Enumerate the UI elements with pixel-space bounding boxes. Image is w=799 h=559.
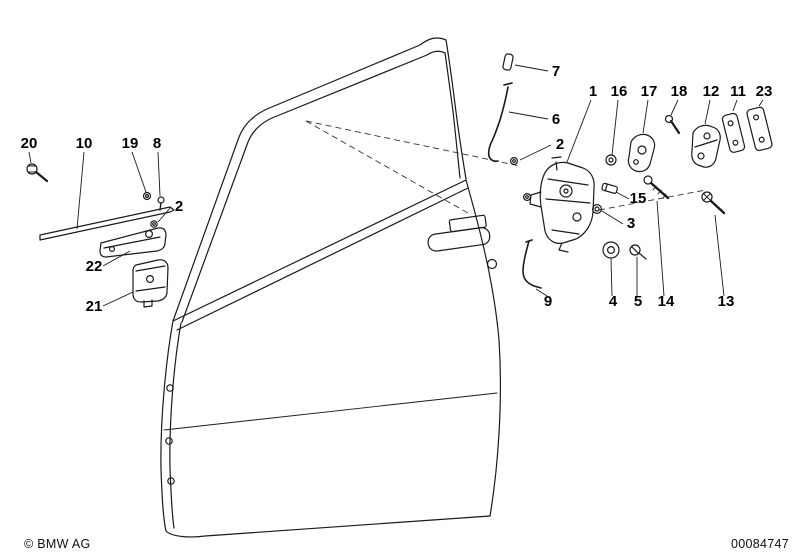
leader-line-3 (601, 210, 624, 225)
callout-2: 2 (175, 198, 183, 215)
door-lock-assembly (529, 156, 595, 253)
callout-1: 1 (589, 83, 597, 100)
leader-line-4 (610, 258, 613, 297)
callout-18: 18 (671, 83, 688, 100)
copyright-text: © BMW AG (24, 537, 91, 551)
bushing-item-2-left (150, 220, 158, 228)
rod-item-10 (39, 206, 175, 241)
screw-item-13 (701, 191, 726, 215)
callout-11: 11 (730, 83, 746, 100)
leader-line-23 (758, 99, 764, 107)
pin-item-8 (157, 196, 165, 211)
plate-item-11 (721, 112, 746, 153)
leader-line-19 (131, 151, 147, 193)
leader-line-18 (670, 99, 679, 116)
lock-hardware-parts (487, 53, 726, 289)
leader-line-6 (508, 111, 549, 120)
document-number: 00084747 (730, 537, 789, 551)
callout-9: 9 (544, 293, 552, 310)
hinge-parts-front (26, 163, 175, 308)
callout-2: 2 (556, 136, 564, 153)
callout-22: 22 (86, 258, 103, 275)
leader-line-17 (642, 99, 649, 134)
door-handle (427, 214, 498, 270)
callout-20: 20 (21, 135, 38, 152)
bracket-item-17 (627, 133, 656, 173)
screw-item-20 (26, 163, 49, 183)
callout-6: 6 (552, 111, 560, 128)
leader-line-15 (615, 191, 630, 200)
callout-23: 23 (756, 83, 773, 100)
grommet-item-4 (602, 241, 620, 259)
screw-item-5 (629, 244, 647, 260)
callout-16: 16 (611, 83, 628, 100)
pin-item-7 (502, 53, 514, 71)
nut-item-16 (605, 154, 617, 166)
alignment-dashes (305, 120, 707, 214)
leader-line-16 (611, 99, 619, 156)
callout-7: 7 (552, 63, 560, 80)
grommet-item-19 (142, 191, 152, 201)
hinge-item-22 (99, 227, 167, 258)
leader-line-2 (519, 144, 552, 161)
leader-line-9 (535, 288, 548, 297)
leader-line-10 (76, 151, 85, 230)
bushing-item-2b (522, 193, 531, 202)
callout-5: 5 (634, 293, 642, 310)
callout-21: 21 (86, 298, 103, 315)
leader-line-7 (514, 64, 549, 72)
callout-8: 8 (153, 135, 161, 152)
leader-line-1 (566, 99, 592, 163)
callout-13: 13 (718, 293, 735, 310)
leader-line-2 (157, 206, 172, 223)
leader-line-21 (102, 291, 134, 307)
plate-item-23 (746, 106, 773, 152)
bushing-item-2 (510, 157, 519, 166)
lock-rod-item-9 (522, 239, 542, 289)
hinge-item-12 (691, 124, 721, 168)
callout-14: 14 (658, 293, 675, 310)
screw-item-14 (643, 175, 670, 200)
washer-item-3 (591, 204, 602, 215)
callout-10: 10 (76, 135, 93, 152)
leader-line-12 (704, 99, 711, 125)
callout-4: 4 (609, 293, 618, 310)
screw-item-18 (664, 114, 681, 135)
leader-line-13 (714, 214, 725, 297)
leader-line-11 (732, 99, 738, 112)
callout-3: 3 (627, 215, 635, 232)
lock-rod-item-6 (487, 82, 513, 163)
bolt-item-15 (601, 182, 618, 194)
hinge-item-21 (132, 259, 169, 308)
callout-12: 12 (703, 83, 720, 100)
leader-line-20 (28, 151, 32, 164)
leader-line-22 (102, 250, 131, 267)
leader-line-8 (157, 151, 161, 197)
leader-line-14 (656, 200, 665, 297)
lock-cylinder-hole (486, 258, 498, 270)
callout-15: 15 (630, 190, 647, 207)
door-outline (160, 37, 501, 538)
hinge-parts-rear (627, 106, 773, 173)
callout-19: 19 (122, 135, 139, 152)
callout-17: 17 (641, 83, 658, 100)
